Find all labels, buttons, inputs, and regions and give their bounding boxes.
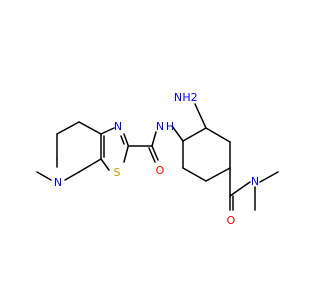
bond bbox=[64, 171, 80, 181]
bond bbox=[194, 103, 207, 129]
bond bbox=[259, 171, 279, 183]
bond bbox=[123, 133, 129, 146]
atom-amide2-oxygen: O bbox=[227, 214, 236, 227]
bond bbox=[78, 158, 102, 173]
atom-amino-hydrogens: H2 bbox=[182, 91, 197, 104]
bond bbox=[205, 167, 231, 182]
molecule-structure-diagram: N N S O N H N H2 O N bbox=[36, 91, 279, 227]
atom-amino-nitrogen: N bbox=[174, 91, 182, 104]
bond bbox=[36, 171, 52, 181]
bond bbox=[148, 147, 156, 163]
bond bbox=[123, 146, 129, 163]
atom-thiazole-nitrogen: N bbox=[114, 120, 122, 133]
bond bbox=[100, 158, 110, 171]
atom-amide-hydrogen: H bbox=[166, 120, 174, 133]
atom-amide-oxygen: O bbox=[156, 164, 165, 177]
bond bbox=[229, 181, 251, 197]
atom-amide2-nitrogen: N bbox=[251, 175, 259, 188]
bond bbox=[100, 127, 115, 135]
atom-thiazole-sulfur: S bbox=[114, 166, 121, 179]
bond bbox=[205, 127, 231, 143]
atom-amide-nitrogen: N bbox=[156, 120, 164, 133]
bonds bbox=[36, 103, 279, 211]
bond bbox=[171, 125, 184, 142]
bond bbox=[78, 121, 102, 135]
bond bbox=[182, 167, 207, 182]
bond bbox=[151, 145, 159, 161]
bond bbox=[56, 121, 80, 135]
bond bbox=[182, 127, 207, 142]
atom-ring6-nitrogen: N bbox=[54, 176, 62, 189]
bond bbox=[120, 135, 125, 145]
bond bbox=[151, 131, 157, 147]
atom-labels: N N S O N H N H2 O N bbox=[54, 91, 259, 227]
